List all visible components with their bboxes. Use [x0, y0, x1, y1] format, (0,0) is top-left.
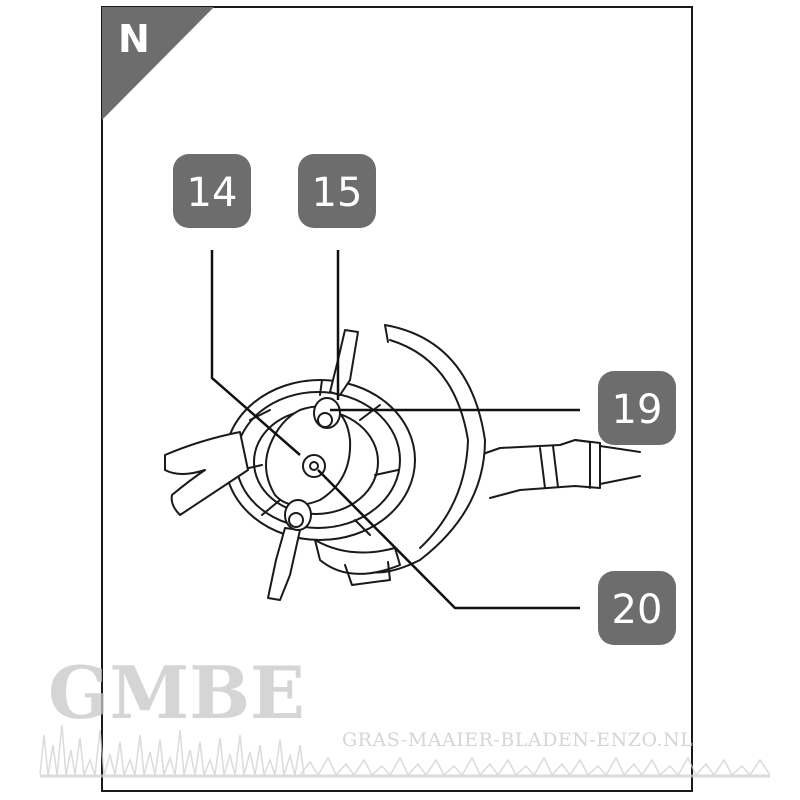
callout-20-badge: [598, 571, 676, 645]
trimmer-head-illustration: [164, 324, 641, 601]
watermark-site: GRAS-MAAIER-BLADEN-ENZO.NL: [342, 729, 693, 751]
grass-strip: [39, 724, 771, 778]
left-blade: [164, 431, 249, 516]
top-knob: [313, 397, 341, 429]
corner-triangle: [102, 7, 214, 120]
callout-19-badge: [598, 371, 676, 445]
callout-14-badge: [173, 154, 251, 228]
callout-19: 19: [598, 371, 676, 445]
bottom-blade: [267, 527, 301, 601]
bottom-knob: [284, 499, 312, 531]
watermark: GMBE GRAS-MAAIER-BLADEN-ENZO.NL: [39, 650, 771, 778]
callout-14: 14: [173, 154, 251, 228]
callout-15-label: 15: [312, 170, 363, 216]
leader-line-20: [317, 469, 580, 610]
callout-20: 20: [598, 571, 676, 645]
leader-line-14: [210, 250, 301, 456]
panel-corner-tab: N: [102, 7, 214, 120]
callout-15-badge: [298, 154, 376, 228]
panel-letter: N: [118, 17, 150, 61]
shaft: [479, 439, 641, 499]
guard-shield: [369, 324, 486, 574]
callout-14-label: 14: [187, 170, 238, 216]
leader-lines: [210, 250, 580, 610]
watermark-logo: GMBE: [48, 650, 305, 735]
diagram-frame: [101, 6, 693, 792]
callout-15: 15: [298, 154, 376, 228]
callout-20-label: 20: [612, 587, 663, 633]
callout-19-label: 19: [612, 387, 663, 433]
